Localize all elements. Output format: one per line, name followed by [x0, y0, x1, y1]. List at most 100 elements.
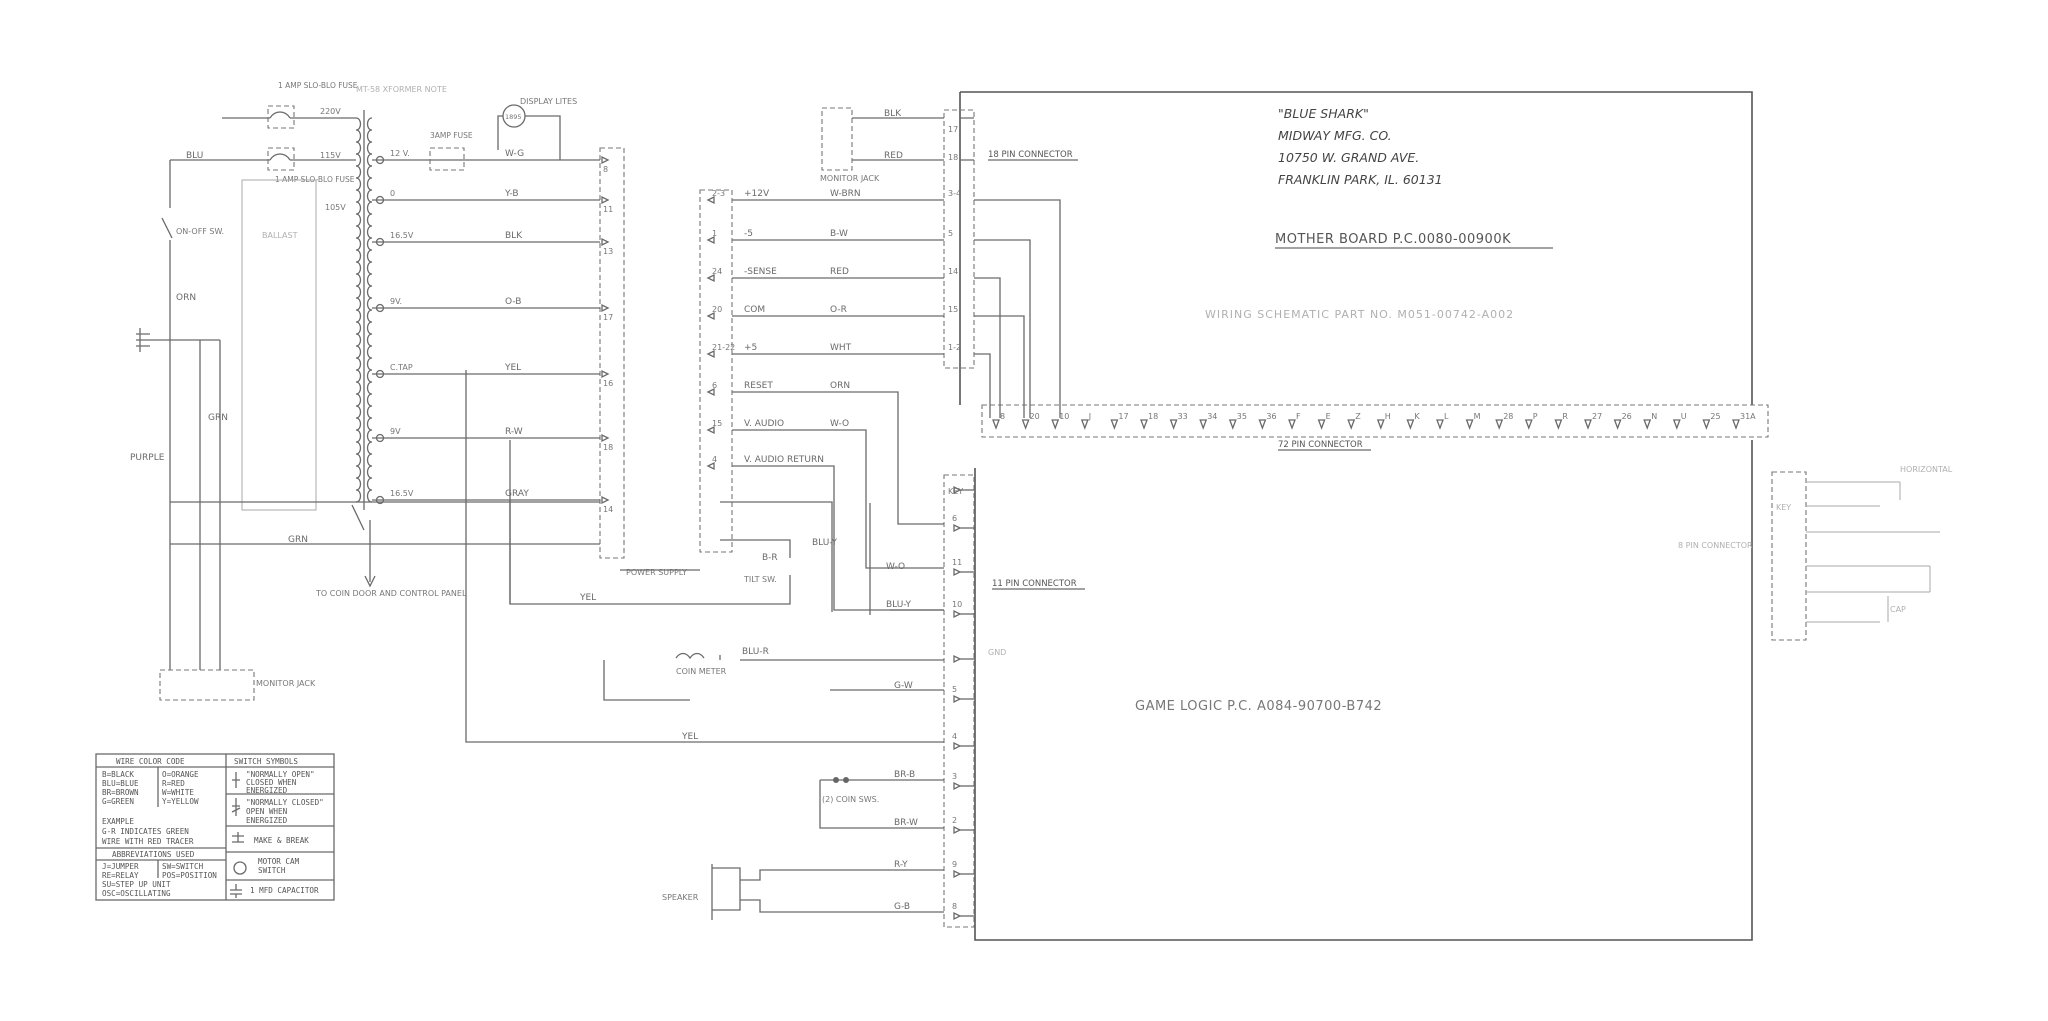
legend-abbr-right-1: POS=POSITION: [162, 871, 217, 880]
supply-wire-line-7: [732, 465, 944, 611]
wire-blk: BLK: [884, 109, 902, 119]
mb72-pin-marker-6: [1169, 419, 1178, 430]
mb72-pin-marker-15: [1436, 419, 1444, 430]
display-lites-label: DISPLAY LITES: [520, 97, 577, 106]
supply-pin-6: 15: [712, 419, 722, 428]
mb72-pin-19: R: [1562, 412, 1568, 421]
mb72-pin-8: 35: [1237, 412, 1247, 421]
mb-pin-0: 3-4: [948, 189, 961, 198]
label-72-pin-connector: 72 PIN CONNECTOR: [1278, 440, 1363, 450]
wire-yel-2: YEL: [681, 732, 698, 742]
logic-pin-marker-10: [953, 911, 962, 921]
supply-wire-1: B-W: [830, 229, 848, 239]
supply-wire-4: WHT: [830, 343, 852, 353]
legend-color-right-2: W=WHITE: [162, 788, 194, 797]
mb72-pin-marker-23: [1672, 419, 1681, 430]
wire-g-w: G-W: [894, 681, 913, 691]
legend-color-right-3: Y=YELLOW: [162, 797, 199, 806]
mb72-pin-marker-14: [1406, 419, 1415, 430]
sw-nc-line2: OPEN WHEN: [246, 807, 288, 816]
coin-door-label: TO COIN DOOR AND CONTROL PANEL: [315, 589, 467, 598]
legend-table: WIRE COLOR CODE SWITCH SYMBOLS B=BLACKBL…: [95, 753, 335, 901]
supply-pin-marker-6: [706, 425, 715, 435]
wire-w-o: W-O: [886, 562, 905, 572]
speaker-label: SPEAKER: [662, 893, 699, 902]
tap-pin-marker-0: [601, 155, 610, 165]
mb72-pin-21: 26: [1622, 412, 1632, 421]
supply-pin-2: 24: [712, 267, 722, 276]
legend-abbr-right-0: SW=SWITCH: [162, 862, 204, 871]
tap-pin-marker-6: [601, 495, 610, 505]
title-address: 10750 W. GRAND AVE.: [1278, 150, 1419, 165]
mother-board-outline: [959, 91, 1753, 941]
wire-blu: BLU: [186, 151, 203, 161]
logic-pin-marker-4: [953, 654, 962, 664]
supply-pin-5: 6: [712, 381, 717, 390]
mb72-pin-marker-12: [1347, 419, 1356, 430]
mb72-pin-15: L: [1444, 412, 1449, 421]
coin-meter-label: COIN METER: [676, 667, 727, 676]
svg-text:KEY: KEY: [1776, 503, 1791, 512]
tap-pin-1: 11: [603, 205, 613, 214]
lamp-1895: 1895: [505, 113, 522, 121]
title-game: "BLUE SHARK": [1278, 106, 1369, 121]
mb72-pin-16: M: [1474, 412, 1481, 421]
mb72-pin-marker-13: [1376, 419, 1385, 430]
legend-color-right-1: R=RED: [162, 779, 185, 788]
logic-pin-10: 8: [952, 902, 957, 911]
mb72-pin-marker-5: [1140, 419, 1148, 430]
supply-pin-7: 4: [712, 455, 717, 464]
monitor-jack-label: MONITOR JACK: [820, 174, 880, 183]
logic-pin-6: 4: [952, 732, 957, 741]
supply-signal-6: V. AUDIO: [744, 419, 784, 429]
sw-make-break: MAKE & BREAK: [254, 836, 309, 845]
supply-signal-4: +5: [744, 343, 757, 353]
tap-voltage-5: 9V: [390, 427, 401, 436]
mb-pin-3: 15: [948, 305, 958, 314]
mb72-pin-0: 8: [1000, 412, 1005, 421]
transformer-label: MT-58 XFORMER NOTE: [356, 85, 447, 94]
tap-terminal-3: [375, 303, 385, 313]
label-18-pin-connector: 18 PIN CONNECTOR: [988, 150, 1073, 160]
title-block: "BLUE SHARK" MIDWAY MFG. CO. 10750 W. GR…: [1135, 106, 1553, 714]
wire-r-y: R-Y: [894, 860, 908, 870]
supply-pin-marker-2: [706, 273, 715, 283]
mb72-pin-22: N: [1651, 412, 1657, 421]
supply-signal-0: +12V: [744, 189, 770, 199]
legend-color-right-0: O=ORANGE: [162, 770, 199, 779]
mb72-pin-18: P: [1533, 412, 1538, 421]
supply-wire-0: W-BRN: [830, 189, 861, 199]
supply-signal-2: -SENSE: [744, 267, 777, 277]
supply-signal-3: COM: [744, 305, 765, 315]
mb72-pin-marker-10: [1288, 419, 1296, 430]
supply-pin-marker-0: [706, 195, 715, 205]
logic-pin-marker-1: [953, 523, 962, 533]
logic-pin-marker-6: [953, 741, 962, 751]
mb72-pin-1: 20: [1030, 412, 1040, 421]
tap-voltage-1: 0: [390, 189, 395, 198]
wire-br-b: BR-B: [894, 770, 915, 780]
mb72-pin-9: 36: [1266, 412, 1276, 421]
tap-voltage-6: 16.5V: [390, 489, 414, 498]
legend-switch-symbols: SWITCH SYMBOLS: [234, 757, 298, 766]
connector-8-pin: 8 PIN CONNECTOR KEY HORIZONTAL CAP: [1678, 465, 1953, 641]
mb72-pin-11: E: [1326, 412, 1331, 421]
legend-color-left-0: B=BLACK: [102, 770, 134, 779]
sw-motor-cam-2: SWITCH: [258, 866, 286, 875]
power-supply-label: POWER SUPPLY: [626, 568, 687, 577]
mb72-pin-20: 27: [1592, 412, 1602, 421]
tap-pin-marker-2: [601, 237, 610, 247]
fuse3-label: 3AMP FUSE: [430, 131, 473, 140]
wire-purple: PURPLE: [130, 453, 165, 463]
wire-b-r: B-R: [762, 553, 778, 563]
mb72-pin-marker-8: [1228, 419, 1237, 430]
logic-pin-2: 11: [952, 558, 962, 567]
peripheral-devices: B-R TILT SW. YEL COIN METER BLU-R YEL BL…: [465, 370, 944, 920]
supply-wire-6: W-O: [830, 419, 849, 429]
